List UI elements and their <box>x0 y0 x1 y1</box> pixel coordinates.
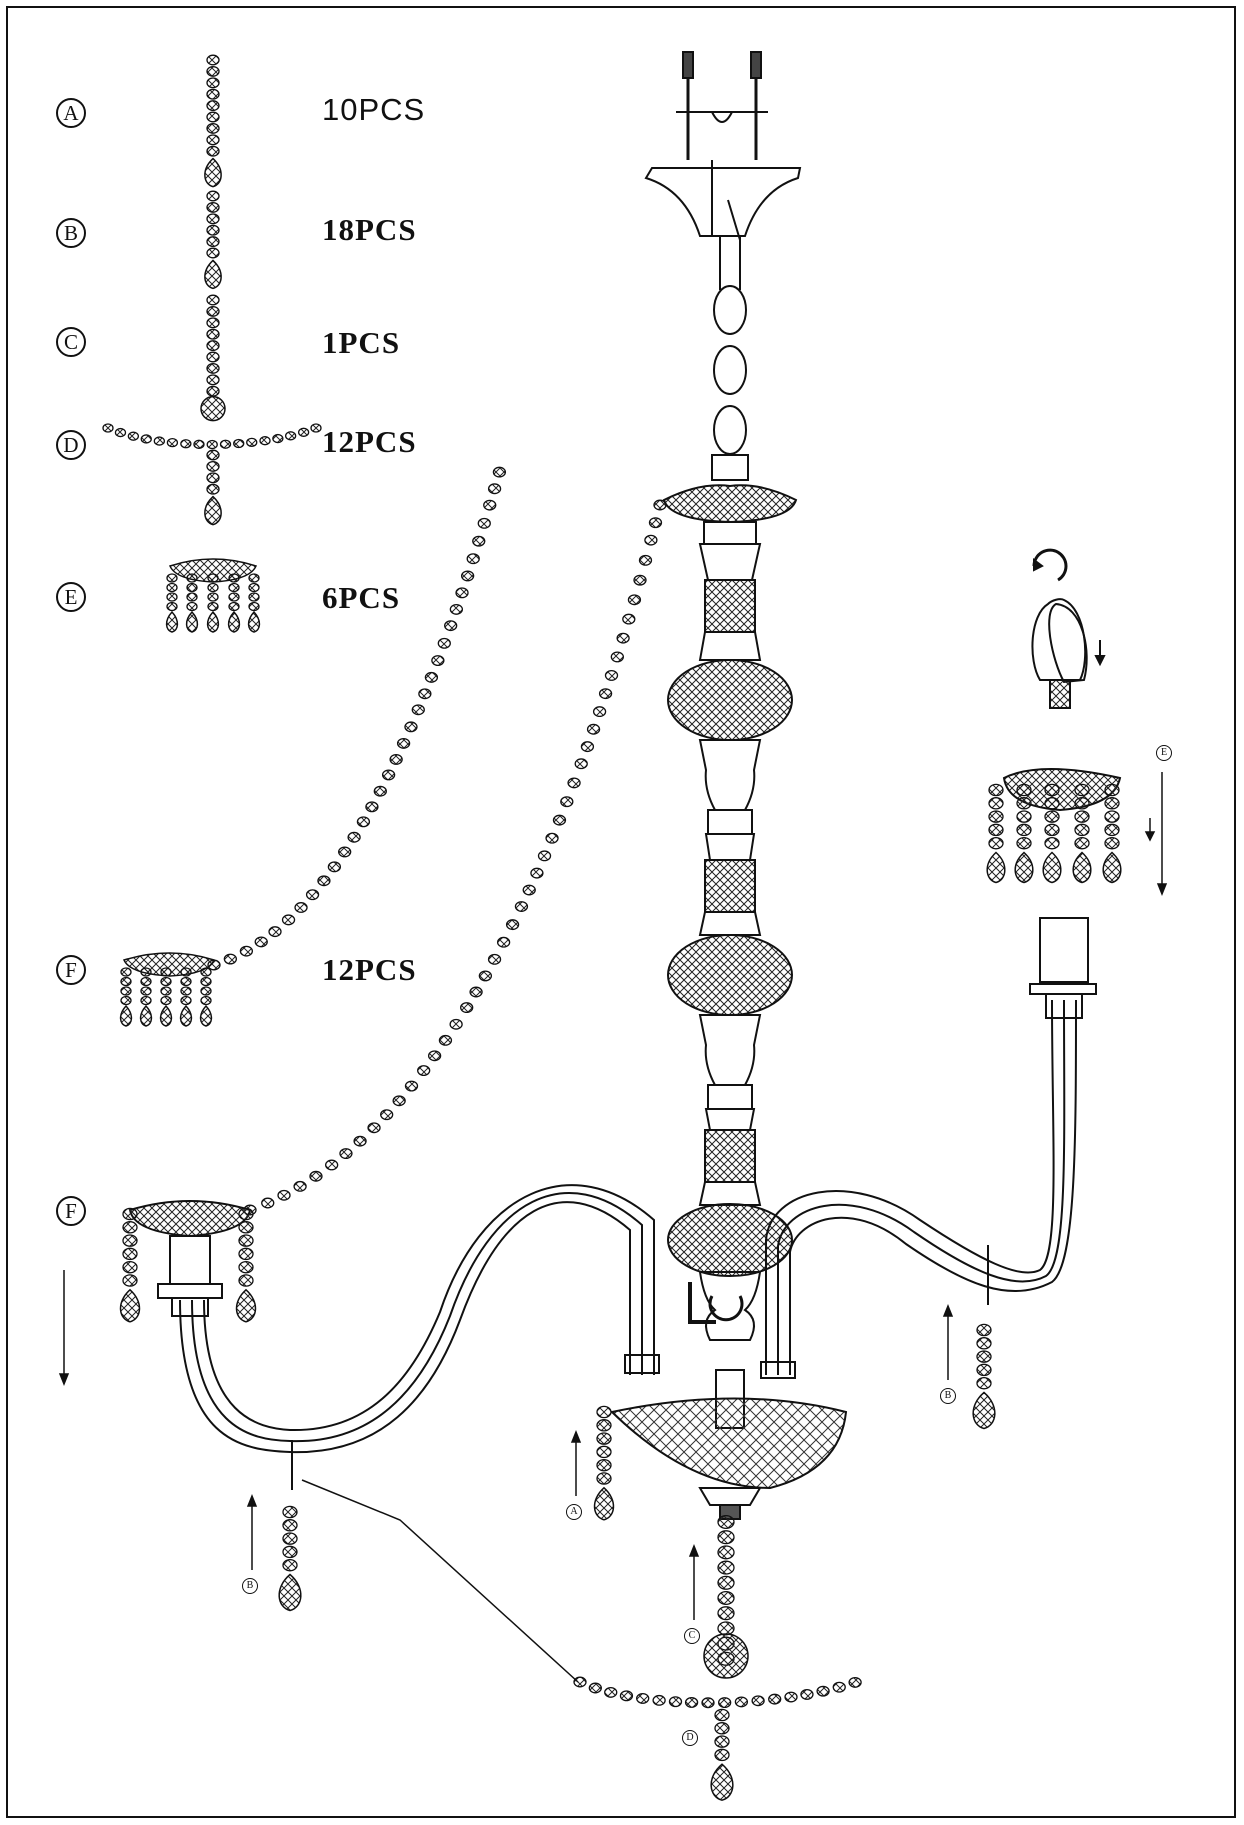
legend-letter-c: C <box>56 327 86 357</box>
legend-icon-f-strand <box>159 967 173 1027</box>
arms <box>128 548 1122 1454</box>
legend-icon-a <box>204 54 222 188</box>
legend-letter-e: E <box>56 582 86 612</box>
legend-quantity-c: 1PCS <box>322 325 401 360</box>
crystal-b-left <box>278 1505 302 1612</box>
legend-icon-e-strand <box>206 573 220 633</box>
legend-letter-d: D <box>56 430 86 460</box>
garland-bottom-d <box>573 1676 862 1709</box>
legend-letter-b: B <box>56 218 86 248</box>
legend-quantity-d: 12PCS <box>322 424 417 459</box>
callout-e-right: E <box>1156 745 1172 761</box>
crystal-e-strand <box>1072 783 1092 884</box>
callout-b-left: B <box>242 1578 258 1594</box>
crystal-left-cup-inner <box>235 1207 257 1323</box>
callout-a-center: A <box>566 1504 582 1520</box>
legend-quantity-b: 18PCS <box>322 212 417 247</box>
central-column <box>662 484 798 1341</box>
callout-b-right: B <box>940 1388 956 1404</box>
legend-icon-e-strand <box>227 573 241 633</box>
legend-icon-e-strand <box>185 573 199 633</box>
legend-icon-d-drop <box>204 449 222 526</box>
crystal-e-strand <box>1014 783 1034 884</box>
crystal-a-center <box>593 1405 615 1521</box>
crystal-e-strand <box>986 783 1006 884</box>
bottom-bowl <box>609 1369 848 1520</box>
crystal-b-right <box>972 1323 996 1430</box>
callout-f-left: F <box>56 1196 86 1226</box>
legend-quantity-a: 10PCS <box>322 92 426 127</box>
garland-lower <box>243 499 667 1216</box>
callout-d-bottom: D <box>682 1730 698 1746</box>
bead-chains <box>102 423 862 1709</box>
legend-quantity-e: 6PCS <box>322 580 401 615</box>
legend-icon-b <box>204 190 222 290</box>
assembly-arrows <box>58 772 1168 1683</box>
callout-c-center: C <box>684 1628 700 1644</box>
diagram-border <box>6 6 1236 1818</box>
legend-icon-f-strand <box>179 967 193 1027</box>
crystal-left-cup-outer <box>119 1207 141 1323</box>
crystal-d-drop <box>710 1708 734 1801</box>
legend-letter-f: F <box>56 955 86 985</box>
legend-icon-f-strand <box>139 967 153 1027</box>
legend-letter-a: A <box>56 98 86 128</box>
legend-icon-f-strand <box>199 967 213 1027</box>
crystal-e-strand <box>1042 783 1062 884</box>
legend-icon-c <box>206 294 220 397</box>
legend-icon-f-strand <box>119 967 133 1027</box>
legend-quantity-f: 12PCS <box>322 952 417 987</box>
crystal-e-strand <box>1102 783 1122 884</box>
legend-icon-e-strand <box>165 573 179 633</box>
legend-icon-d-garland <box>102 423 322 450</box>
legend-icon-e-strand <box>247 573 261 633</box>
garland-upper <box>207 466 507 971</box>
ceiling-canopy <box>644 51 802 481</box>
crystal-pendants <box>119 54 1122 1801</box>
